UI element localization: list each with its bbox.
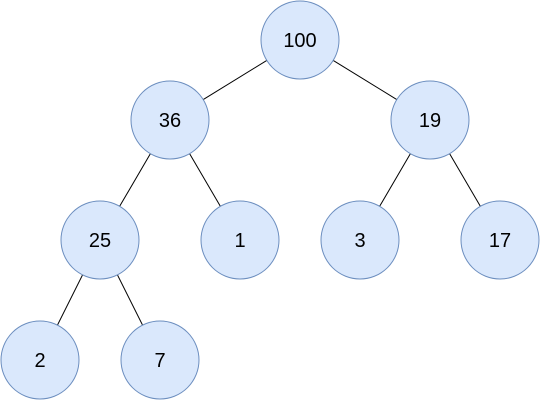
tree-edge-n19-n3 xyxy=(379,153,411,207)
tree-edge-n36-n1 xyxy=(189,153,221,207)
tree-node-label: 3 xyxy=(354,230,365,252)
tree-node-circle xyxy=(60,200,140,280)
tree-node-label: 36 xyxy=(159,110,181,132)
tree-node-circle xyxy=(0,320,80,400)
tree-node: 1 xyxy=(200,200,280,280)
tree-node-circle xyxy=(320,200,400,280)
tree-node-label: 100 xyxy=(283,30,316,52)
edges-layer xyxy=(56,60,481,326)
tree-node-label: 25 xyxy=(89,230,111,252)
tree-node: 100 xyxy=(260,0,340,80)
tree-edge-n25-n2 xyxy=(56,274,84,326)
tree-node-circle xyxy=(260,0,340,80)
tree-node: 17 xyxy=(460,200,540,280)
tree-node-circle xyxy=(460,200,540,280)
tree-edge-n19-n17 xyxy=(449,153,481,207)
tree-node: 25 xyxy=(60,200,140,280)
tree-node: 19 xyxy=(390,80,470,160)
tree-edge-n25-n7 xyxy=(116,274,144,326)
tree-edge-n100-n19 xyxy=(332,60,398,100)
tree-node-circle xyxy=(390,80,470,160)
tree-node: 3 xyxy=(320,200,400,280)
tree-edge-n36-n25 xyxy=(119,153,151,207)
tree-node-circle xyxy=(120,320,200,400)
tree-node-circle xyxy=(130,80,210,160)
tree-node: 7 xyxy=(120,320,200,400)
tree-node-label: 17 xyxy=(489,230,511,252)
tree-node-label: 1 xyxy=(234,230,245,252)
tree-node: 2 xyxy=(0,320,80,400)
tree-node-label: 2 xyxy=(34,350,45,372)
tree-node: 36 xyxy=(130,80,210,160)
tree-node-label: 19 xyxy=(419,110,441,132)
tree-edge-n100-n36 xyxy=(202,60,268,100)
tree-node-label: 7 xyxy=(154,350,165,372)
tree-node-circle xyxy=(200,200,280,280)
